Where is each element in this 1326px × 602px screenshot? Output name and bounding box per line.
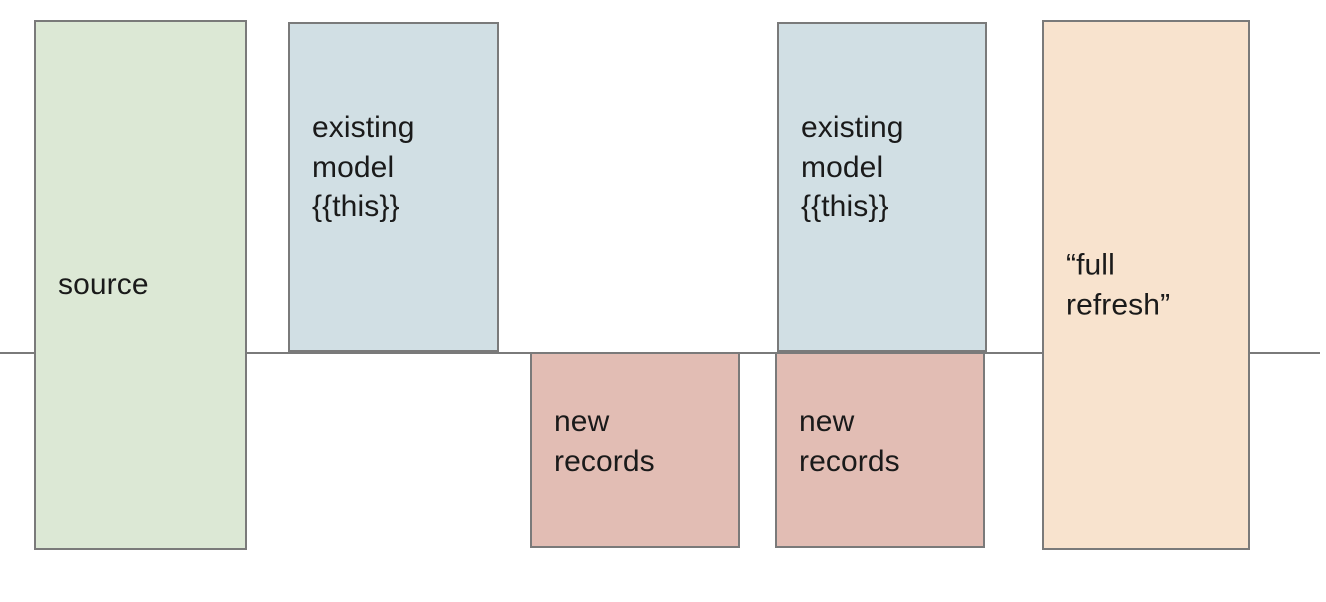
box-full-refresh[interactable]: “full refresh” bbox=[1042, 20, 1250, 550]
box-source[interactable]: source bbox=[34, 20, 247, 550]
box-new-records-right-label: new records bbox=[799, 405, 900, 478]
box-source-label: source bbox=[58, 268, 149, 302]
box-existing-model-right-label: existing model {{this}} bbox=[801, 111, 904, 224]
box-new-records-right[interactable]: new records bbox=[775, 352, 985, 548]
box-existing-model-left[interactable]: existing model {{this}} bbox=[288, 22, 499, 352]
box-new-records-left[interactable]: new records bbox=[530, 352, 740, 548]
box-full-refresh-label: “full refresh” bbox=[1066, 248, 1171, 321]
box-existing-model-right[interactable]: existing model {{this}} bbox=[777, 22, 987, 352]
box-existing-model-left-label: existing model {{this}} bbox=[312, 111, 415, 224]
box-new-records-left-label: new records bbox=[554, 405, 655, 478]
